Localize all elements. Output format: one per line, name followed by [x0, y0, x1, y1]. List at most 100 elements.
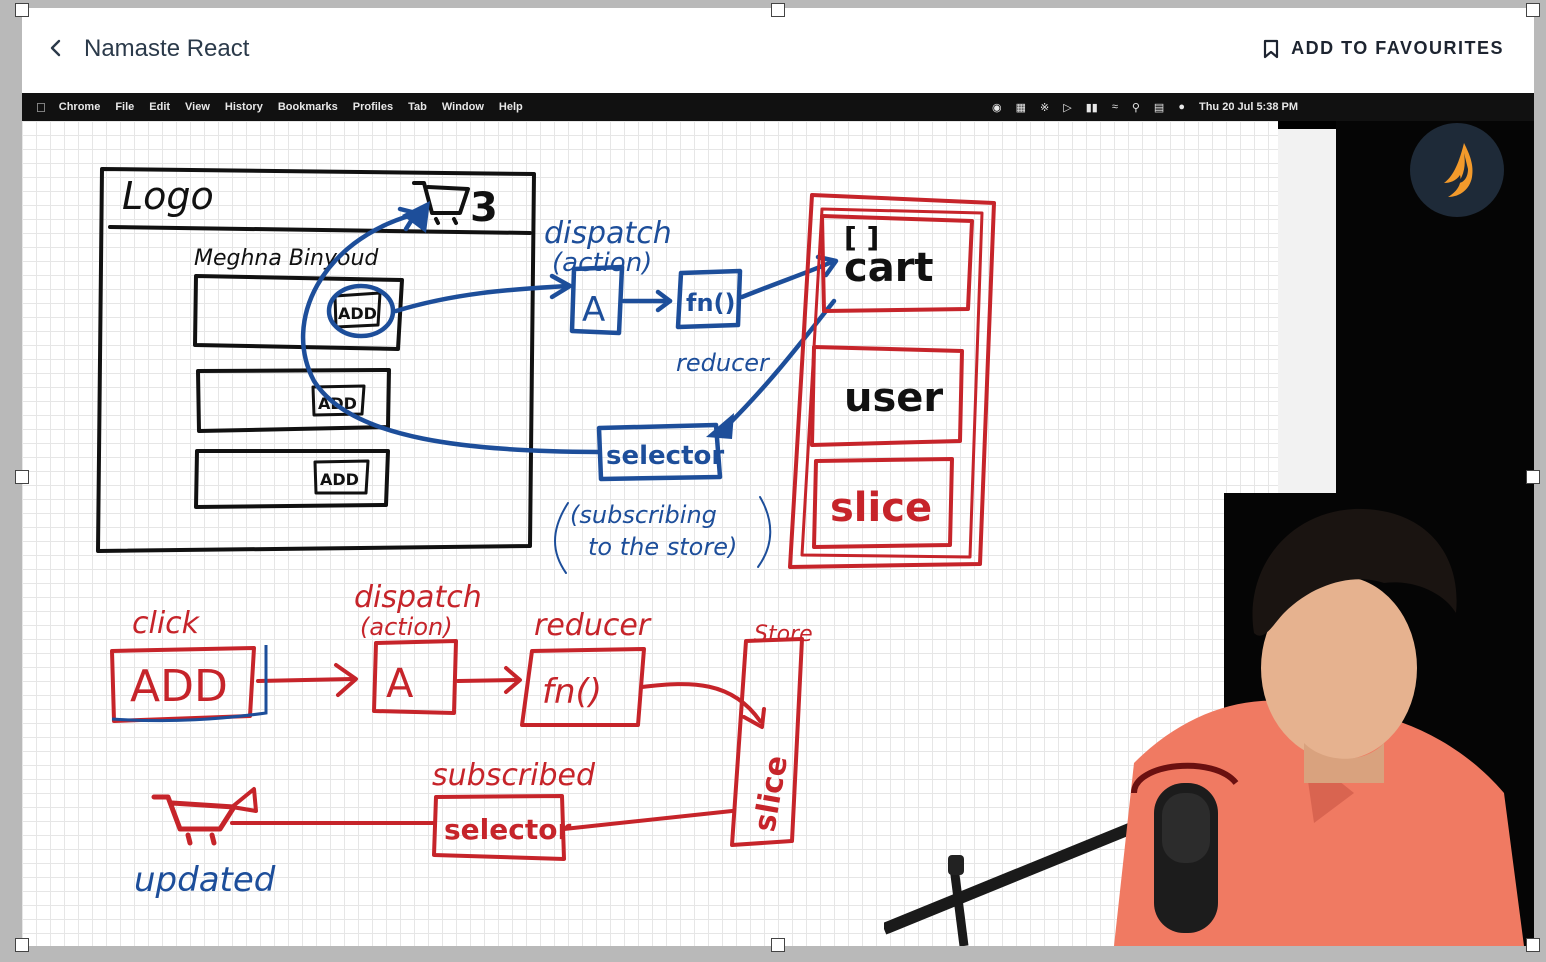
bottom-store-label: Store: [754, 622, 813, 647]
resize-handle-top-left[interactable]: [15, 3, 29, 17]
whiteboard: Logo 3 Meghna Binyoud ADD ADD ADD: [22, 121, 1278, 946]
updated-label: updated: [134, 860, 276, 900]
ui-card-2: [196, 368, 391, 433]
flame-logo-icon: [1444, 143, 1473, 197]
cart-count: 3: [470, 185, 498, 231]
ui-header-line: [108, 225, 532, 235]
subscribing-paren-left: [554, 502, 569, 574]
add-btn-1: [333, 291, 382, 329]
user-name-text: Meghna Binyoud: [194, 246, 379, 271]
bottom-store-box: [730, 637, 804, 847]
resize-handle-mid-right[interactable]: [1526, 470, 1540, 484]
siri-icon: ●: [1178, 101, 1185, 113]
line-slice-to-selector: [562, 809, 734, 831]
action-label-blue: (action): [552, 248, 652, 278]
arrow-add-to-action-bottom: [256, 677, 354, 683]
add-text-1: ADD: [338, 304, 377, 323]
menu-item-profiles: Profiles: [343, 101, 393, 113]
play-icon: ▷: [1063, 101, 1072, 114]
search-icon: ⚲: [1131, 101, 1140, 114]
arrow-reducer-to-store: [739, 258, 837, 300]
menubar-status: ◉ ▦ ※ ▷ ▮▮ ≈ ⚲ ▤ ● Thu 20 Jul 5:38 PM: [992, 93, 1298, 121]
bottom-selector-box: [432, 794, 566, 861]
bottom-cart-sketch: [151, 794, 237, 846]
logo-text: Logo: [122, 174, 214, 218]
menu-item-chrome: Chrome: [49, 101, 101, 113]
ui-card-3: [194, 449, 390, 509]
resize-handle-top-right[interactable]: [1526, 3, 1540, 17]
resize-handle-bottom-center[interactable]: [771, 938, 785, 952]
resize-handle-top-center[interactable]: [771, 3, 785, 17]
click-label: click: [132, 606, 201, 641]
presenter-head: [1261, 576, 1417, 760]
action-box-label-blue: A: [582, 290, 605, 330]
keyboard-icon: ▦: [1015, 101, 1027, 114]
reducer-fn-label-blue: fn(): [686, 289, 735, 317]
add-btn-2: [311, 384, 366, 417]
store-inner: [800, 207, 984, 559]
bottom-selector-label: selector: [444, 813, 571, 846]
header: Namaste React ADD TO FAVOURITES: [22, 8, 1534, 94]
cart-slice-box: [820, 214, 974, 313]
arrow-store-to-selector: [725, 298, 837, 428]
back-button[interactable]: [42, 34, 70, 62]
app-frame: Namaste React ADD TO FAVOURITES  Chrome…: [22, 8, 1534, 946]
menu-item-view: View: [175, 101, 210, 113]
arrow-reducer-to-slice-bottom: [640, 682, 762, 723]
store-cart-label: cart: [844, 245, 934, 291]
reducer-label-blue: reducer: [676, 349, 771, 377]
add-highlight-circle: [326, 283, 396, 339]
bottom-reducer-box: [520, 647, 646, 727]
arrow-selector-to-cart: [300, 212, 601, 455]
arrowhead-selector: [706, 413, 734, 439]
menubar-datetime: Thu 20 Jul 5:38 PM: [1198, 101, 1299, 113]
presenter-video: [884, 493, 1534, 946]
arrow-action-to-reducer-bottom: [456, 678, 520, 683]
to-the-store-label: to the store): [588, 533, 737, 561]
ui-card-1: [193, 274, 404, 351]
bookmark-icon: [1264, 39, 1279, 58]
resize-handle-bottom-left[interactable]: [15, 938, 29, 952]
blue-flow: [300, 206, 839, 574]
record-icon: ◉: [992, 101, 1002, 114]
microphone-grille: [1162, 793, 1210, 863]
menu-item-file: File: [105, 101, 134, 113]
mac-menubar:  Chrome File Edit View History Bookmark…: [22, 93, 1534, 121]
bluetooth-icon: ※: [1040, 101, 1050, 114]
bottom-action-box: [372, 639, 458, 715]
menu-item-edit: Edit: [139, 101, 170, 113]
bottom-action-label: (action): [360, 613, 453, 641]
whiteboard-drawing: Logo 3 Meghna Binyoud ADD ADD ADD: [96, 167, 996, 900]
add-to-favourites-button[interactable]: ADD TO FAVOURITES: [1263, 38, 1504, 59]
selector-label-blue: selector: [606, 441, 724, 471]
video-player[interactable]:  Chrome File Edit View History Bookmark…: [22, 93, 1534, 946]
arrow-add-to-action: [393, 283, 570, 314]
resize-handle-bottom-right[interactable]: [1526, 938, 1540, 952]
ui-mock-group: [96, 167, 536, 553]
add-btn-3: [313, 459, 370, 495]
bottom-add-underline-blue: [111, 645, 268, 723]
user-slice-box: [810, 345, 964, 447]
reducer-box: [675, 268, 743, 330]
subscribing-paren-right: [757, 496, 772, 568]
resize-handle-mid-left[interactable]: [15, 470, 29, 484]
favourite-label: ADD TO FAVOURITES: [1291, 38, 1504, 58]
control-center-icon: ▤: [1153, 101, 1165, 114]
ui-window-border: [96, 167, 536, 553]
mic-clip: [1131, 762, 1239, 794]
menu-item-history: History: [215, 101, 263, 113]
presenter-neck: [1304, 743, 1384, 783]
menu-item-help: Help: [489, 101, 523, 113]
brand-badge: [1410, 123, 1504, 217]
mic-stand-knob: [948, 855, 964, 875]
subscribing-label: (subscribing: [570, 501, 717, 529]
store-user-label: user: [844, 375, 943, 421]
add-text-3: ADD: [320, 470, 359, 489]
battery-icon: ▮▮: [1085, 101, 1098, 114]
wifi-icon: ≈: [1111, 101, 1118, 113]
apple-icon: : [36, 100, 46, 115]
presenter-hair: [1252, 508, 1457, 636]
bottom-slice-label: slice: [747, 753, 795, 834]
mic-stand: [949, 866, 969, 946]
menu-item-tab: Tab: [398, 101, 427, 113]
